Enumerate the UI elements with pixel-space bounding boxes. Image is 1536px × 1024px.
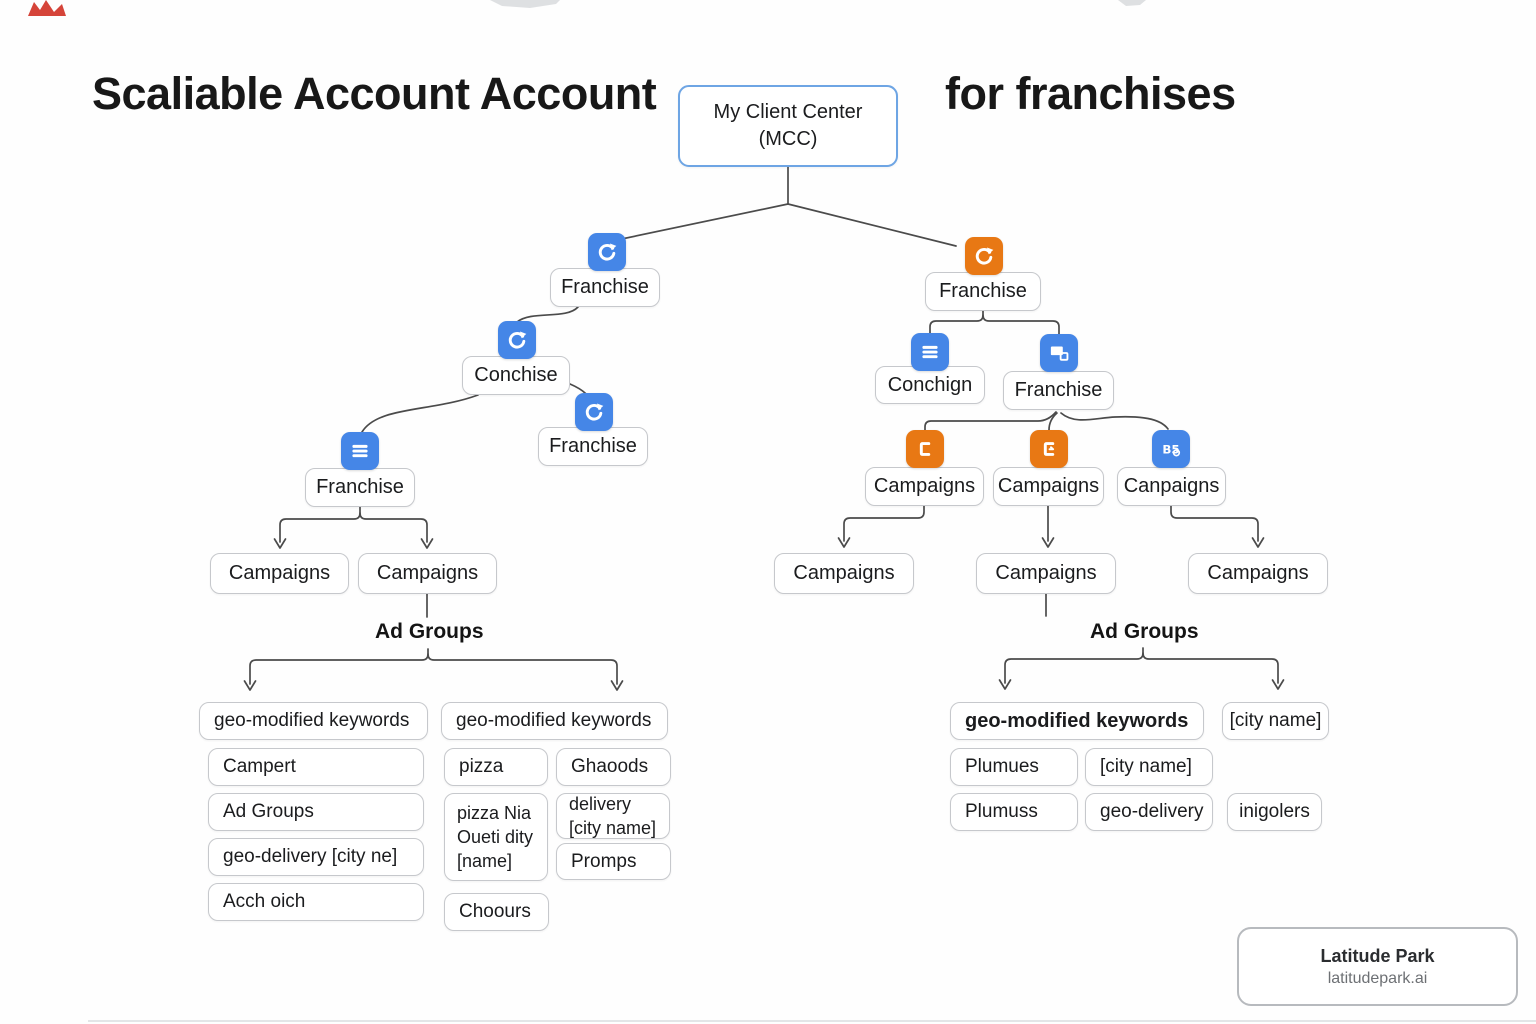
- keyword-header: geo-modified keywords: [950, 702, 1204, 740]
- node-franchise-right-top: Franchise: [925, 272, 1041, 311]
- node-conchign: Conchign: [875, 366, 985, 404]
- bracket-c-arrow-icon: [1030, 430, 1068, 468]
- keyword-line: delivery: [569, 794, 632, 814]
- keyword-item: Plumuss: [950, 793, 1078, 831]
- node-campaigns: Campaigns: [1188, 553, 1328, 594]
- keyword-item: [city name]: [1085, 748, 1213, 786]
- node-franchise-left-mid: Franchise: [538, 427, 648, 466]
- node-franchise-right-mid: Franchise: [1003, 371, 1114, 410]
- svg-text:B5: B5: [1162, 442, 1179, 456]
- red-artifact: [28, 0, 66, 16]
- keyword-item: Ad Groups: [208, 793, 424, 831]
- node-campaigns: Canpaigns: [1117, 467, 1226, 506]
- refresh-icon: [575, 393, 613, 431]
- page-title-left: Scaliable Account Account: [92, 68, 657, 119]
- bottom-hairline: [88, 1020, 1536, 1022]
- page-title-right: for franchises: [945, 68, 1236, 119]
- gray-artifact: [1118, 0, 1146, 6]
- keyword-item: pizza Nia Oueti dity [name]: [444, 793, 548, 881]
- keyword-line: [city name]: [569, 818, 657, 838]
- ad-groups-label-right: Ad Groups: [1090, 620, 1199, 643]
- keyword-item: geo-delivery [city ne]: [208, 838, 424, 876]
- keyword-line: Oueti dity: [457, 827, 534, 847]
- keyword-item: pizza: [444, 748, 548, 786]
- keyword-item: Choours: [444, 893, 549, 931]
- keyword-item: delivery [city name]: [556, 793, 670, 839]
- keyword-header: geo-modified keywords: [199, 702, 428, 740]
- ad-groups-label-left: Ad Groups: [375, 620, 484, 643]
- keyword-item: [city name]: [1222, 702, 1329, 740]
- keyword-item: Ghaoods: [556, 748, 671, 786]
- arrowheads: [243, 537, 1285, 691]
- node-campaigns: Campaigns: [358, 553, 497, 594]
- keyword-line: [name]: [457, 851, 513, 871]
- bracket-c-icon: [906, 430, 944, 468]
- keyword-item: Campert: [208, 748, 424, 786]
- node-campaigns: Campaigns: [865, 467, 984, 506]
- keyword-item: geo-delivery: [1085, 793, 1213, 831]
- keyword-line: pizza Nia: [457, 803, 532, 823]
- keyword-item: Acch oich: [208, 883, 424, 921]
- node-mcc: My Client Center (MCC): [678, 85, 898, 167]
- brand-site: latitudepark.ai: [1327, 969, 1428, 987]
- keyword-item: Plumues: [950, 748, 1078, 786]
- overlapping-windows-icon: [1040, 334, 1078, 372]
- node-campaigns: Campaigns: [976, 553, 1116, 594]
- mcc-line1: My Client Center: [713, 101, 863, 123]
- b5-badge-icon: B5: [1152, 430, 1190, 468]
- keyword-item: inigolers: [1227, 793, 1322, 831]
- gray-artifact: [490, 0, 560, 8]
- keyword-item: Promps: [556, 843, 671, 880]
- node-franchise-left-low: Franchise: [305, 468, 415, 507]
- node-campaigns: Campaigns: [774, 553, 914, 594]
- node-conchise: Conchise: [462, 356, 570, 395]
- refresh-icon: [498, 321, 536, 359]
- keyword-header: geo-modified keywords: [441, 702, 668, 740]
- brand-card: Latitude Park latitudepark.ai: [1237, 927, 1518, 1006]
- menu-icon: [341, 432, 379, 470]
- brand-name: Latitude Park: [1320, 945, 1435, 966]
- node-campaigns: Campaigns: [993, 467, 1104, 506]
- refresh-icon: [588, 233, 626, 271]
- menu-icon: [911, 333, 949, 371]
- mcc-line2: (MCC): [758, 128, 818, 150]
- refresh-icon: [965, 237, 1003, 275]
- node-campaigns: Campaigns: [210, 553, 349, 594]
- node-franchise-left-top: Franchise: [550, 268, 660, 307]
